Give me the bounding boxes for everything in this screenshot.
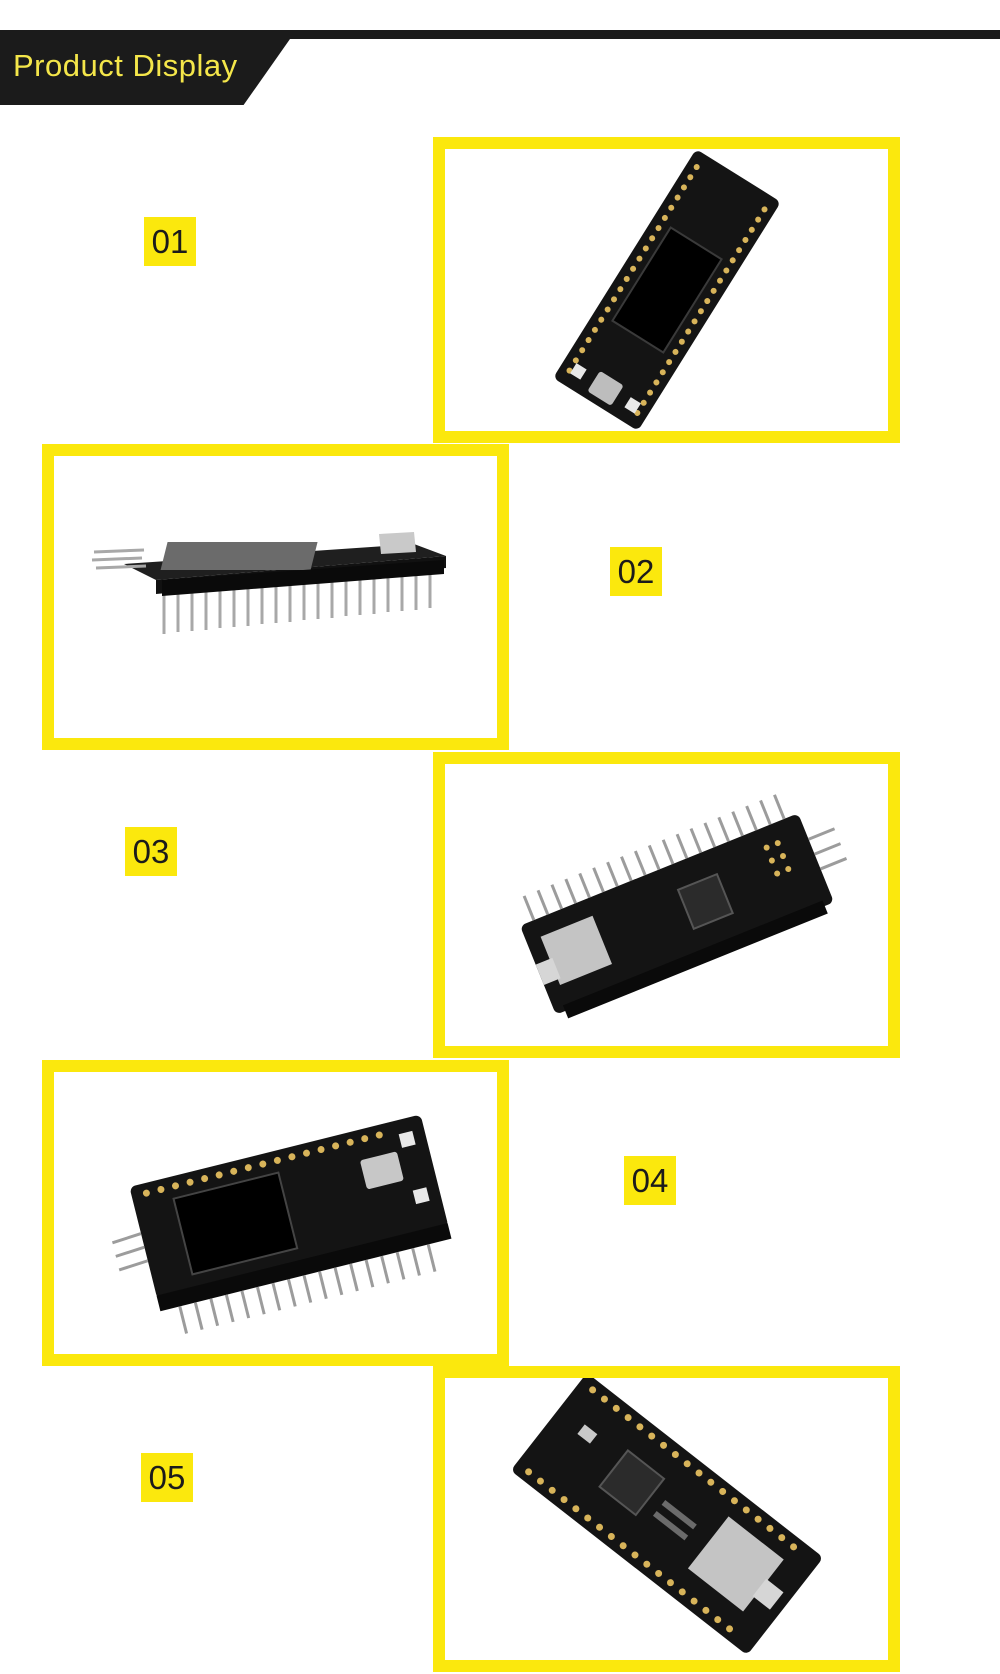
item-number-05: 05	[141, 1453, 193, 1502]
board-bottom-sd-view-photo	[513, 1378, 821, 1653]
board-angled-view-photo	[111, 1115, 452, 1334]
product-image-frame-02	[42, 444, 509, 750]
board-top-view-photo	[555, 151, 779, 429]
board-side-view-photo	[91, 532, 446, 634]
section-title: Product Display	[13, 48, 238, 83]
item-number-01: 01	[144, 217, 196, 266]
board-bottom-view-photo	[521, 794, 848, 1019]
product-image-frame-04	[42, 1060, 509, 1366]
header-top-line	[0, 30, 1000, 39]
header-band	[0, 39, 290, 105]
item-number-03: 03	[125, 827, 177, 876]
product-image-frame-03	[433, 752, 900, 1058]
item-number-04: 04	[624, 1156, 676, 1205]
product-image-frame-01	[433, 137, 900, 443]
product-image-frame-05	[433, 1366, 900, 1672]
item-number-02: 02	[610, 547, 662, 596]
